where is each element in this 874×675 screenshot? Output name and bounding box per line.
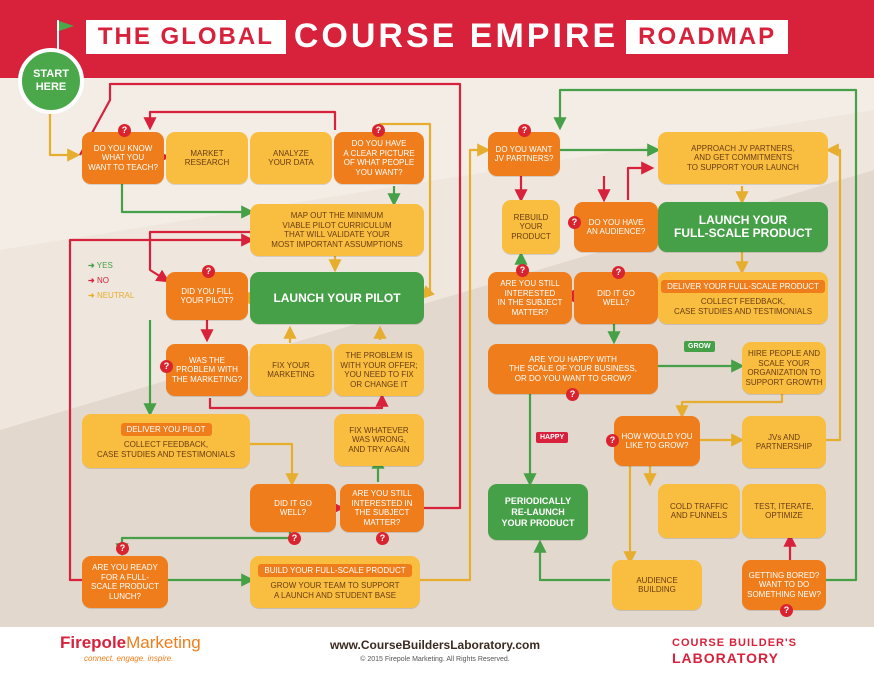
question-icon: ? — [160, 360, 173, 373]
node-jvs-partnership: JVs AND PARTNERSHIP — [742, 416, 826, 468]
node-hire-people: HIRE PEOPLE AND SCALE YOUR ORGANIZATION … — [742, 342, 826, 394]
question-icon: ? — [568, 216, 581, 229]
footer — [0, 627, 874, 675]
node-map-curriculum: MAP OUT THE MINIMUM VIABLE PILOT CURRICU… — [250, 204, 424, 256]
node-ready-full: ARE YOU READY FOR A FULL- SCALE PRODUCT … — [82, 556, 168, 608]
node-still-interested-2: ARE YOU STILL INTERESTED IN THE SUBJECT … — [488, 272, 572, 324]
node-launch-pilot: LAUNCH YOUR PILOT — [250, 272, 424, 324]
legend: ➜ YES ➜ NO ➜ NEUTRAL — [88, 258, 134, 303]
happy-tag: HAPPY — [536, 432, 569, 443]
node-market-research: MARKET RESEARCH — [166, 132, 248, 184]
start-here-badge: START HERE — [18, 48, 84, 114]
node-still-interested-1: ARE YOU STILL INTERESTED IN THE SUBJECT … — [340, 484, 424, 532]
node-clear-picture: DO YOU HAVE A CLEAR PICTURE OF WHAT PEOP… — [334, 132, 424, 184]
node-test-iterate: TEST, ITERATE, OPTIMIZE — [742, 484, 826, 538]
question-icon: ? — [518, 124, 531, 137]
node-rebuild-product: REBUILD YOUR PRODUCT — [502, 200, 560, 254]
node-deliver-pilot: DELIVER YOU PILOT COLLECT FEEDBACK, CASE… — [82, 414, 250, 468]
node-deliver-full: DELIVER YOUR FULL-SCALE PRODUCT COLLECT … — [658, 272, 828, 324]
question-icon: ? — [566, 388, 579, 401]
node-go-well-2: DID IT GO WELL? — [574, 272, 658, 324]
node-go-well-1: DID IT GO WELL? — [250, 484, 336, 532]
node-approach-jv: APPROACH JV PARTNERS, AND GET COMMITMENT… — [658, 132, 828, 184]
node-build-full: BUILD YOUR FULL-SCALE PRODUCT GROW YOUR … — [250, 556, 420, 608]
question-icon: ? — [606, 434, 619, 447]
node-analyze-data: ANALYZE YOUR DATA — [250, 132, 332, 184]
node-getting-bored: GETTING BORED? WANT TO DO SOMETHING NEW? — [742, 560, 826, 610]
legend-no: ➜ NO — [88, 276, 109, 285]
build-full-text: GROW YOUR TEAM TO SUPPORT A LAUNCH AND S… — [270, 581, 400, 600]
question-icon: ? — [780, 604, 793, 617]
firepole-logo: FirepoleMarketing — [60, 633, 201, 652]
flag-icon — [57, 20, 74, 52]
build-full-label: BUILD YOUR FULL-SCALE PRODUCT — [258, 563, 412, 578]
website-link[interactable]: www.CourseBuildersLaboratory.com — [329, 638, 541, 652]
node-happy-scale: ARE YOU HAPPY WITH THE SCALE OF YOUR BUS… — [488, 344, 658, 394]
node-problem-marketing: WAS THE PROBLEM WITH THE MARKETING? — [166, 344, 248, 396]
cbl-logo-line-2: LABORATORY — [672, 650, 779, 666]
deliver-full-text: COLLECT FEEDBACK, CASE STUDIES AND TESTI… — [673, 297, 813, 316]
node-how-grow: HOW WOULD YOU LIKE TO GROW? — [614, 416, 700, 466]
question-icon: ? — [612, 266, 625, 279]
title-part-2: COURSE EMPIRE — [293, 17, 619, 55]
question-icon: ? — [516, 264, 529, 277]
node-relaunch: PERIODICALLY RE-LAUNCH YOUR PRODUCT — [488, 484, 588, 540]
node-launch-full: LAUNCH YOUR FULL-SCALE PRODUCT — [658, 202, 828, 252]
question-icon: ? — [372, 124, 385, 137]
legend-yes: ➜ YES — [88, 261, 113, 270]
firepole-tagline: connect. engage. inspire. — [84, 654, 174, 663]
deliver-pilot-label: DELIVER YOU PILOT — [120, 422, 212, 437]
title-part-3: ROADMAP — [626, 19, 789, 54]
grow-tag: GROW — [684, 341, 715, 352]
node-problem-offer: THE PROBLEM IS WITH YOUR OFFER; YOU NEED… — [334, 344, 424, 396]
question-icon: ? — [202, 265, 215, 278]
title-part-1: THE GLOBAL — [85, 19, 286, 54]
question-icon: ? — [118, 124, 131, 137]
deliver-full-label: DELIVER YOUR FULL-SCALE PRODUCT — [661, 279, 825, 294]
question-icon: ? — [288, 532, 301, 545]
node-audience-building: AUDIENCE BUILDING — [612, 560, 702, 610]
question-icon: ? — [116, 542, 129, 555]
node-fill-pilot: DID YOU FILL YOUR PILOT? — [166, 272, 248, 320]
copyright-text: © 2015 Firepole Marketing. All Rights Re… — [360, 656, 510, 663]
node-want-jv: DO YOU WANT JV PARTNERS? — [488, 132, 560, 176]
node-know-what-to-teach: DO YOU KNOW WHAT YOU WANT TO TEACH? — [82, 132, 164, 184]
cbl-logo-line-1: COURSE BUILDER'S — [672, 637, 797, 649]
deliver-pilot-text: COLLECT FEEDBACK, CASE STUDIES AND TESTI… — [96, 440, 236, 459]
question-icon: ? — [376, 532, 389, 545]
legend-neutral: ➜ NEUTRAL — [88, 291, 135, 300]
node-fix-whatever: FIX WHATEVER WAS WRONG, AND TRY AGAIN — [334, 414, 424, 466]
node-have-audience: DO YOU HAVE AN AUDIENCE? — [574, 202, 658, 252]
node-fix-marketing: FIX YOUR MARKETING — [250, 344, 332, 396]
node-cold-traffic: COLD TRAFFIC AND FUNNELS — [658, 484, 740, 538]
